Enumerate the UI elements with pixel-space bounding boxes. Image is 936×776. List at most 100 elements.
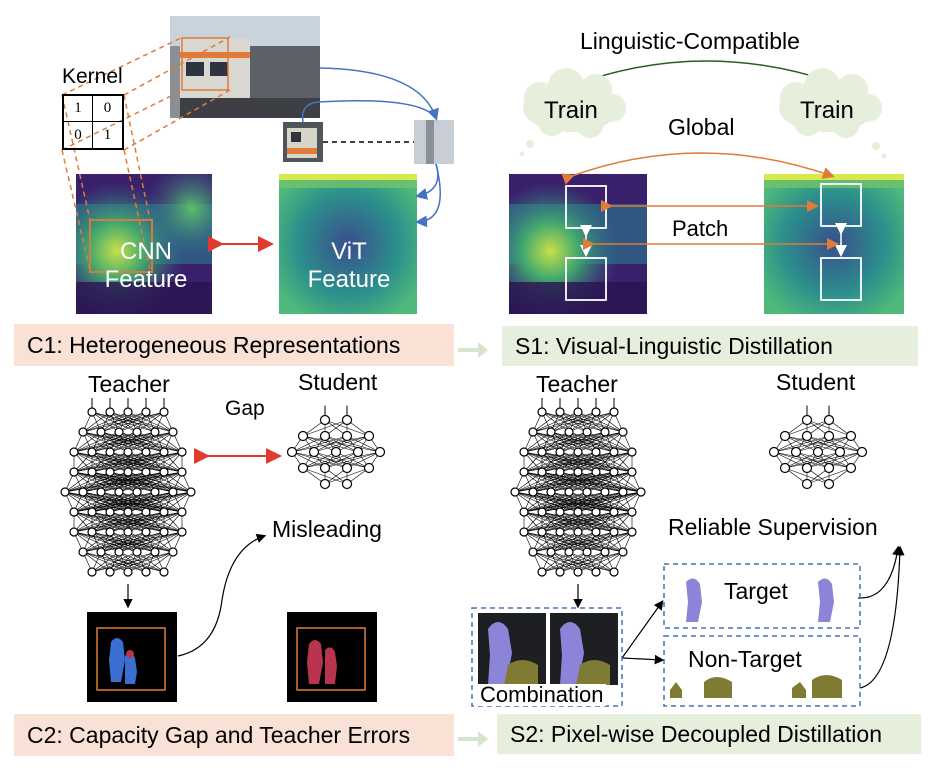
network-edge <box>82 411 165 433</box>
network-node <box>352 446 364 458</box>
network-node <box>132 427 142 437</box>
network-node <box>591 507 601 517</box>
network-edge <box>773 435 830 453</box>
network-node <box>141 527 151 537</box>
network-edge <box>127 511 183 533</box>
network-node <box>341 430 353 442</box>
network-node <box>363 430 375 442</box>
s1-cnn-heatmap <box>509 174 647 314</box>
network-node <box>141 407 151 417</box>
non-target-masks <box>670 675 842 698</box>
network-edge <box>136 531 183 553</box>
combination-label: Combination <box>478 682 606 707</box>
network-edge <box>523 431 552 453</box>
network-edge <box>568 411 615 433</box>
network-edge <box>541 551 624 573</box>
network-node <box>319 414 331 426</box>
network-node <box>168 487 178 497</box>
network-node <box>168 427 178 437</box>
network-node <box>555 467 565 477</box>
network-node <box>618 487 628 497</box>
network-node <box>609 447 619 457</box>
network-edge <box>523 451 579 473</box>
network-edge <box>73 431 138 453</box>
network-node <box>297 430 309 442</box>
network-edge <box>577 551 624 573</box>
network-edge <box>568 471 633 493</box>
network-edge <box>82 411 111 433</box>
network-edge <box>64 471 129 493</box>
kernel-cell: 0 <box>64 122 93 148</box>
network-node <box>132 487 142 497</box>
kernel-cell: 1 <box>103 126 112 143</box>
network-edge <box>586 411 615 433</box>
network-edge <box>577 511 633 533</box>
network-edge <box>595 451 633 473</box>
network-node <box>105 447 115 457</box>
network-node <box>582 487 592 497</box>
network-edge <box>73 491 102 513</box>
network-edge <box>541 551 570 573</box>
network-node <box>537 467 547 477</box>
network-edge <box>550 411 615 433</box>
network-edge <box>73 431 156 453</box>
network-edge <box>514 471 579 493</box>
network-node <box>69 527 79 537</box>
network-node <box>856 446 868 458</box>
non-target-box <box>663 635 861 707</box>
network-edge <box>784 451 819 469</box>
network-node <box>87 407 97 417</box>
network-edge <box>532 531 579 553</box>
network-edge <box>109 491 192 513</box>
network-edge <box>154 471 183 493</box>
network-node <box>801 462 813 474</box>
network-node <box>801 414 813 426</box>
network-node <box>779 462 791 474</box>
network-edge <box>100 411 165 433</box>
network-node <box>546 547 556 557</box>
network-node <box>834 446 846 458</box>
network-edge <box>154 531 183 553</box>
network-edge <box>73 451 111 473</box>
network-edge <box>532 531 615 553</box>
kernel-label: Kernel <box>62 65 123 88</box>
network-edge <box>577 431 624 453</box>
network-edge <box>73 451 129 473</box>
network-edge <box>145 551 174 573</box>
network-node <box>582 427 592 437</box>
network-edge <box>514 471 597 493</box>
network-node <box>363 462 375 474</box>
network-node <box>78 427 88 437</box>
network-node <box>87 447 97 457</box>
network-edge <box>559 511 633 533</box>
teacher-mask <box>87 612 177 702</box>
network-node <box>69 447 79 457</box>
network-node <box>618 547 628 557</box>
network-edge <box>109 431 174 453</box>
network-node <box>591 567 601 577</box>
network-node <box>555 447 565 457</box>
train-right-label: Train <box>800 97 854 124</box>
network-node <box>114 487 124 497</box>
network-node <box>141 467 151 477</box>
network-node <box>528 547 538 557</box>
network-node <box>177 507 187 517</box>
network-node <box>790 446 802 458</box>
network-edge <box>577 491 642 513</box>
s1-banner: S1: Visual-Linguistic Distillation <box>502 326 918 366</box>
network-edge <box>523 511 597 533</box>
patch-label: Patch <box>672 216 729 241</box>
network-edge <box>595 431 624 453</box>
network-edge <box>541 551 606 573</box>
student-network <box>286 405 386 490</box>
linguistic-compatible-label: Linguistic-Compatible <box>580 28 800 54</box>
network-edge <box>532 411 597 433</box>
network-node <box>573 407 583 417</box>
network-node <box>609 567 619 577</box>
network-edge <box>595 511 633 533</box>
network-edge <box>73 511 111 533</box>
network-edge <box>127 451 183 473</box>
network-node <box>123 467 133 477</box>
network-edge <box>523 491 606 513</box>
network-edge <box>127 491 192 513</box>
